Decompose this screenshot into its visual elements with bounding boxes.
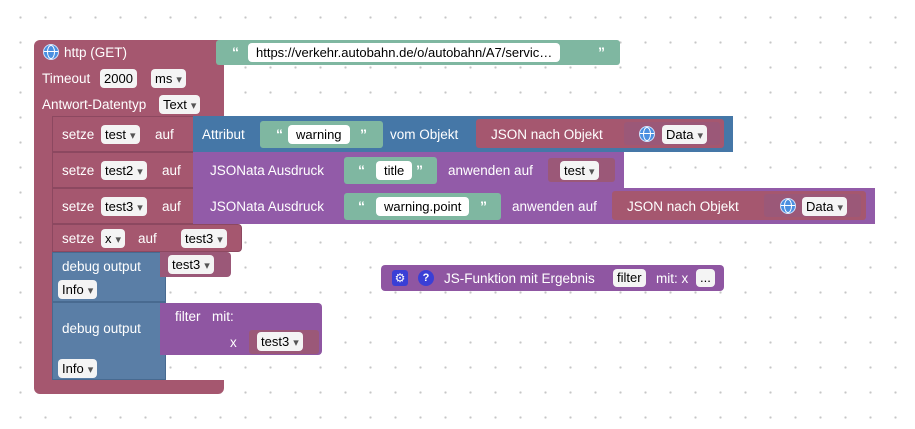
set-x-keyword: setze: [62, 231, 95, 246]
filter-value-dropdown[interactable]: test3: [257, 332, 303, 351]
set-test2-var-dropdown[interactable]: test2: [101, 161, 147, 180]
debug-value-dropdown-1[interactable]: test3: [168, 255, 214, 274]
set-test3-var-dropdown[interactable]: test3: [101, 197, 147, 216]
data-dropdown-1[interactable]: Data: [662, 125, 707, 144]
quote-open-icon: “: [358, 198, 365, 214]
set-test3-to: auf: [162, 199, 181, 214]
data-dropdown-2[interactable]: Data: [802, 197, 847, 216]
globe-icon: [639, 126, 655, 142]
debug-level-dropdown-1[interactable]: Info: [58, 280, 98, 299]
js-function-block[interactable]: [381, 265, 724, 291]
set-test-var-dropdown[interactable]: test: [101, 125, 140, 144]
quote-open-icon: “: [232, 44, 239, 60]
attribute-name-field[interactable]: warning: [288, 125, 350, 144]
apply-to-label-1: anwenden auf: [448, 163, 533, 178]
gear-icon[interactable]: ⚙: [392, 270, 408, 286]
quote-close-icon: ”: [416, 162, 423, 178]
response-type-label: Antwort-Datentyp: [42, 97, 147, 112]
http-title: http (GET): [64, 45, 128, 60]
js-function-name-field[interactable]: filter: [613, 269, 646, 287]
http-get-block-bottom: [34, 380, 224, 394]
filter-label: filter: [175, 309, 201, 324]
js-function-label: JS-Funktion mit Ergebnis: [444, 271, 595, 286]
debug-label-2: debug output: [62, 321, 141, 336]
jsonata-expr-field-1[interactable]: title: [376, 161, 413, 180]
quote-close-icon: ”: [598, 44, 605, 60]
json-to-object-label-2: JSON nach Objekt: [627, 199, 739, 214]
set-test2-keyword: setze: [62, 163, 95, 178]
set-test2-to: auf: [162, 163, 181, 178]
js-function-with-label: mit: x: [656, 271, 689, 286]
set-x-value-dropdown[interactable]: test3: [181, 229, 227, 248]
response-type-dropdown[interactable]: Text: [159, 95, 201, 114]
globe-icon: [780, 198, 796, 214]
set-test-to: auf: [155, 127, 174, 142]
jsonata-label-1: JSONata Ausdruck: [210, 163, 325, 178]
set-x-var-dropdown[interactable]: x: [101, 229, 126, 248]
quote-open-icon: “: [276, 126, 283, 142]
globe-icon: [43, 44, 59, 60]
filter-with-label: mit:: [212, 309, 234, 324]
filter-param-label: x: [230, 335, 237, 350]
jsonata-label-2: JSONata Ausdruck: [210, 199, 325, 214]
set-test-keyword: setze: [62, 127, 95, 142]
quote-close-icon: ”: [360, 126, 367, 142]
timeout-unit-dropdown[interactable]: ms: [151, 69, 186, 88]
set-x-to: auf: [138, 231, 157, 246]
debug-level-dropdown-2[interactable]: Info: [58, 359, 98, 378]
timeout-label: Timeout: [42, 71, 91, 86]
js-function-more-button[interactable]: ...: [696, 269, 715, 287]
quote-open-icon: “: [358, 162, 365, 178]
timeout-input[interactable]: 2000: [100, 69, 137, 88]
test-var-dropdown[interactable]: test: [560, 161, 599, 180]
http-get-block-arm: [34, 116, 52, 380]
url-field[interactable]: https://verkehr.autobahn.de/o/autobahn/A…: [248, 43, 561, 62]
apply-to-label-2: anwenden auf: [512, 199, 597, 214]
from-object-label: vom Objekt: [390, 127, 459, 142]
set-test3-keyword: setze: [62, 199, 95, 214]
quote-close-icon: ”: [480, 198, 487, 214]
attribute-label: Attribut: [202, 127, 245, 142]
debug-label-1: debug output: [62, 259, 141, 274]
jsonata-expr-field-2[interactable]: warning.point: [376, 197, 470, 216]
help-icon[interactable]: ?: [418, 270, 434, 286]
set-test-block[interactable]: [52, 116, 200, 152]
json-to-object-label-1: JSON nach Objekt: [491, 127, 603, 142]
